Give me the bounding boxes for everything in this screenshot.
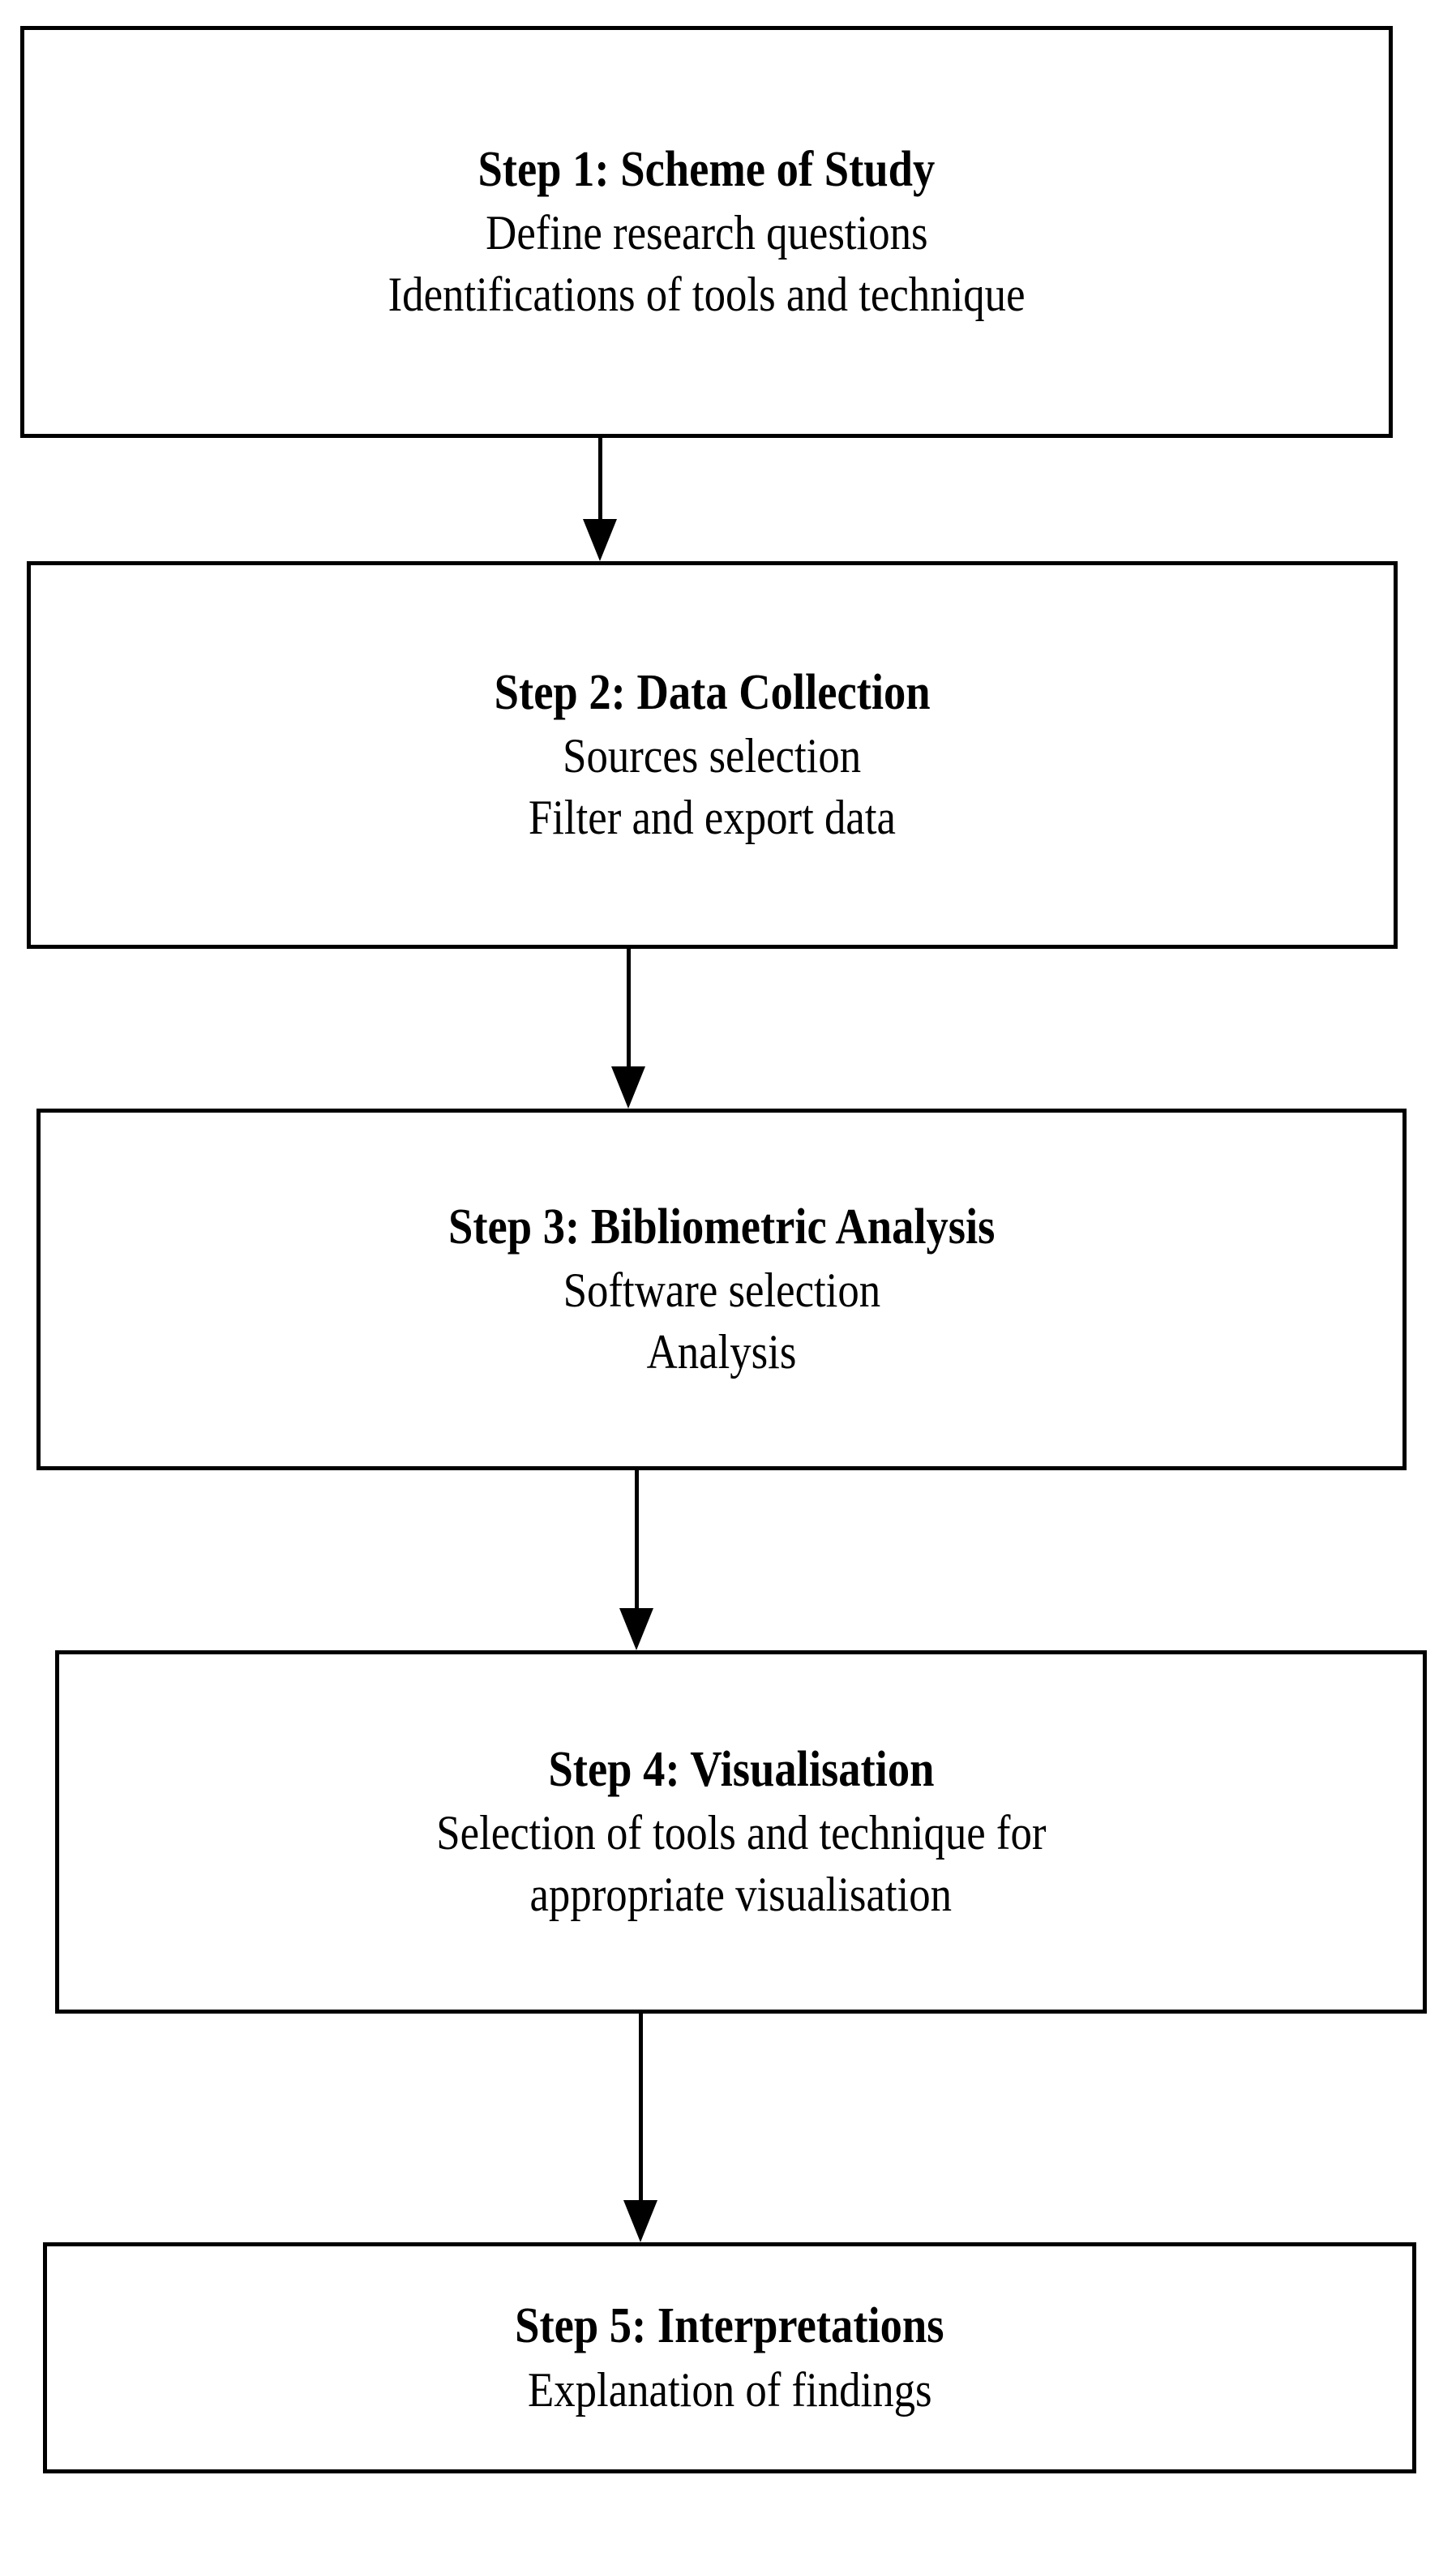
arrow-head-icon bbox=[583, 519, 617, 561]
step-4-line-1: Selection of tools and technique for bbox=[435, 1806, 1047, 1860]
step-3-line-2: Analysis bbox=[646, 1325, 797, 1379]
arrow-head-icon bbox=[611, 1066, 645, 1109]
step-node-2: Step 2: Data Collection Sources selectio… bbox=[27, 561, 1398, 949]
step-node-4: Step 4: Visualisation Selection of tools… bbox=[55, 1650, 1427, 2014]
connector-arrow-step1-step2 bbox=[582, 438, 618, 561]
connector-arrow-step3-step4 bbox=[619, 1470, 654, 1650]
step-1-line-1: Define research questions bbox=[485, 206, 928, 260]
arrow-shaft bbox=[597, 438, 602, 522]
step-1-line-2: Identifications of tools and technique bbox=[388, 268, 1026, 322]
arrow-head-icon bbox=[623, 2200, 657, 2242]
step-3-title: Step 3: Bibliometric Analysis bbox=[448, 1199, 996, 1255]
step-1-title: Step 1: Scheme of Study bbox=[477, 141, 936, 197]
step-node-5: Step 5: Interpretations Explanation of f… bbox=[43, 2242, 1416, 2473]
connector-arrow-step2-step3 bbox=[610, 949, 646, 1109]
step-2-line-1: Sources selection bbox=[563, 729, 862, 783]
arrow-head-icon bbox=[619, 1608, 653, 1650]
step-node-1: Step 1: Scheme of Study Define research … bbox=[20, 26, 1393, 438]
arrow-shaft bbox=[638, 2014, 643, 2203]
step-node-3: Step 3: Bibliometric Analysis Software s… bbox=[36, 1109, 1407, 1470]
step-2-line-2: Filter and export data bbox=[528, 791, 897, 845]
step-5-line-1: Explanation of findings bbox=[527, 2362, 932, 2417]
step-4-line-2: appropriate visualisation bbox=[529, 1868, 953, 1922]
step-3-line-1: Software selection bbox=[563, 1263, 880, 1318]
arrow-shaft bbox=[626, 949, 631, 1069]
step-4-title: Step 4: Visualisation bbox=[548, 1741, 934, 1797]
connector-arrow-step4-step5 bbox=[623, 2014, 658, 2242]
arrow-shaft bbox=[634, 1470, 639, 1611]
step-5-title: Step 5: Interpretations bbox=[515, 2298, 944, 2354]
step-2-title: Step 2: Data Collection bbox=[494, 664, 931, 720]
